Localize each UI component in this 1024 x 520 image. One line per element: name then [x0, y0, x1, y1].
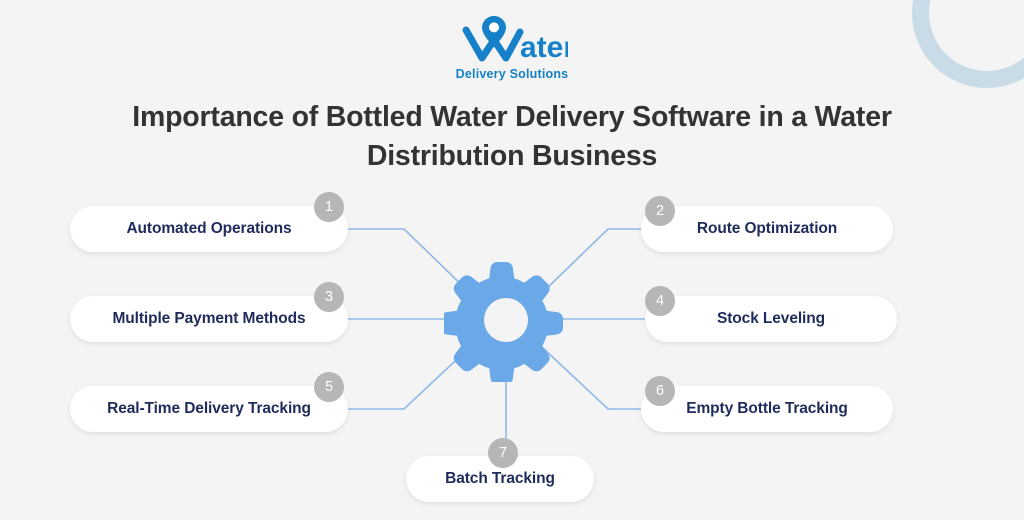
- node-badge-2: 2: [645, 196, 675, 226]
- node-card-1[interactable]: Automated Operations: [70, 206, 348, 252]
- node-card-5-label: Real-Time Delivery Tracking: [107, 400, 311, 417]
- node-badge-7: 7: [488, 438, 518, 468]
- node-card-2-label: Route Optimization: [696, 220, 838, 237]
- node-card-4-label: Stock Leveling: [717, 310, 825, 327]
- node-card-7-label: Batch Tracking: [445, 470, 555, 487]
- node-card-5[interactable]: Real-Time Delivery Tracking: [70, 386, 348, 432]
- node-badge-4: 4: [645, 286, 675, 316]
- node-badge-3: 3: [314, 282, 344, 312]
- node-badge-5: 5: [314, 372, 344, 402]
- brand-tagline: Delivery Solutions: [455, 67, 569, 81]
- svg-text:ater: ater: [520, 31, 568, 64]
- page-title: Importance of Bottled Water Delivery Sof…: [132, 101, 892, 172]
- node-card-6[interactable]: Empty Bottle Tracking: [641, 386, 893, 432]
- node-card-3[interactable]: Multiple Payment Methods: [70, 296, 348, 342]
- node-card-1-label: Automated Operations: [126, 220, 292, 237]
- node-badge-6: 6: [645, 376, 675, 406]
- gear-icon: [444, 262, 563, 382]
- node-card-2[interactable]: Route Optimization: [641, 206, 893, 252]
- node-card-6-label: Empty Bottle Tracking: [686, 400, 848, 417]
- brand-logo: ater Delivery Solutions: [0, 14, 1024, 88]
- node-badge-1: 1: [314, 192, 344, 222]
- water-drop-pin-logo-icon: ater: [462, 16, 568, 64]
- node-card-4[interactable]: Stock Leveling: [645, 296, 897, 342]
- node-card-3-label: Multiple Payment Methods: [112, 310, 306, 327]
